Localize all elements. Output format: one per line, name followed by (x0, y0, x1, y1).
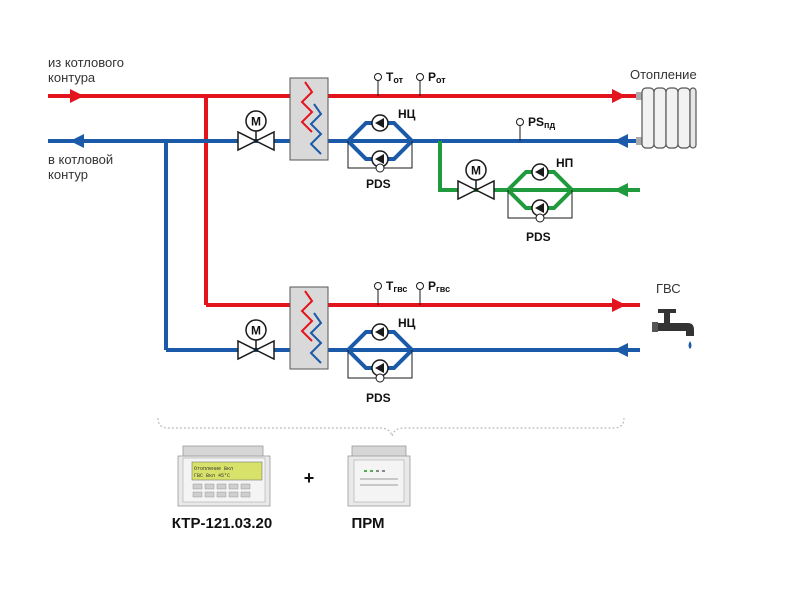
svg-text:Tот: Tот (386, 70, 404, 85)
sensor-p-heating: Pот (416, 70, 446, 96)
brace (157, 417, 625, 437)
plus-sign: + (304, 468, 315, 488)
motor-valve-makeup: M (457, 159, 495, 201)
label-heating: Отопление (630, 67, 697, 82)
flow-arrow (614, 343, 628, 357)
label-from-boiler-line1: из котлового (48, 55, 124, 70)
sensor-t-heating-sub: от (393, 75, 403, 85)
sensor-t-dhw-sub: гвс (393, 284, 407, 294)
sensor-t-dhw-main: T (386, 279, 394, 293)
pds-label-bottom: PDS (366, 391, 391, 405)
label-dhw: ГВС (656, 281, 681, 296)
motor-valve-heating: M (237, 110, 275, 152)
sensor-p-dhw: Pгвс (416, 279, 450, 305)
pds-label-np: PDS (526, 230, 551, 244)
pump-label-nc-top: НЦ (398, 107, 416, 121)
flow-arrow (70, 134, 84, 148)
heat-exchanger-heating (289, 77, 329, 161)
module-name: ПРМ (351, 515, 384, 532)
svg-text:Pот: Pот (428, 70, 446, 85)
sensor-t-heating-main: T (386, 70, 394, 84)
svg-text:Tгвс: Tгвс (386, 279, 407, 294)
flow-arrow (612, 89, 626, 103)
pump-group-makeup (505, 163, 575, 223)
valve-motor-symbol: M (251, 115, 261, 129)
label-from-boiler-line2: контура (48, 70, 96, 85)
sensor-p-heating-main: P (428, 70, 436, 84)
radiator-icon (636, 87, 697, 149)
sensor-ps: PSпд (516, 115, 555, 141)
sensor-t-dhw: Tгвс (374, 279, 407, 305)
controller-name: КТР-121.03.20 (172, 515, 272, 532)
sensor-p-dhw-sub: гвс (436, 284, 450, 294)
sensor-ps-sub: пд (544, 120, 555, 130)
label-to-boiler-line2: контур (48, 167, 88, 182)
pump-label-np: НП (556, 156, 573, 170)
sensor-p-dhw-main: P (428, 279, 436, 293)
heat-exchanger-dhw (289, 286, 329, 370)
module-device (347, 445, 411, 507)
label-to-boiler-line1: в котловой (48, 152, 113, 167)
pds-label-top: PDS (366, 177, 391, 191)
flow-arrow (612, 298, 626, 312)
controller-device: Отопление Вкл ГВС Вкл 45°С (177, 445, 271, 507)
valve-motor-symbol: M (251, 324, 261, 338)
tap-icon (652, 309, 694, 349)
flow-arrow (614, 183, 628, 197)
pump-label-nc-bottom: НЦ (398, 316, 416, 330)
controller-lcd-line2: ГВС Вкл 45°С (194, 473, 230, 479)
flow-arrow (70, 89, 84, 103)
svg-text:PSпд: PSпд (528, 115, 555, 130)
pump-group-heating (345, 114, 415, 173)
sensor-ps-main: PS (528, 115, 544, 129)
controller-lcd-line1: Отопление Вкл (194, 466, 233, 472)
svg-text:Pгвс: Pгвс (428, 279, 450, 294)
valve-motor-symbol: M (471, 164, 481, 178)
pump-group-dhw (345, 323, 415, 383)
flow-arrow (614, 134, 628, 148)
sensor-t-heating: Tот (374, 70, 404, 96)
motor-valve-dhw: M (237, 319, 275, 361)
sensor-p-heating-sub: от (436, 75, 446, 85)
